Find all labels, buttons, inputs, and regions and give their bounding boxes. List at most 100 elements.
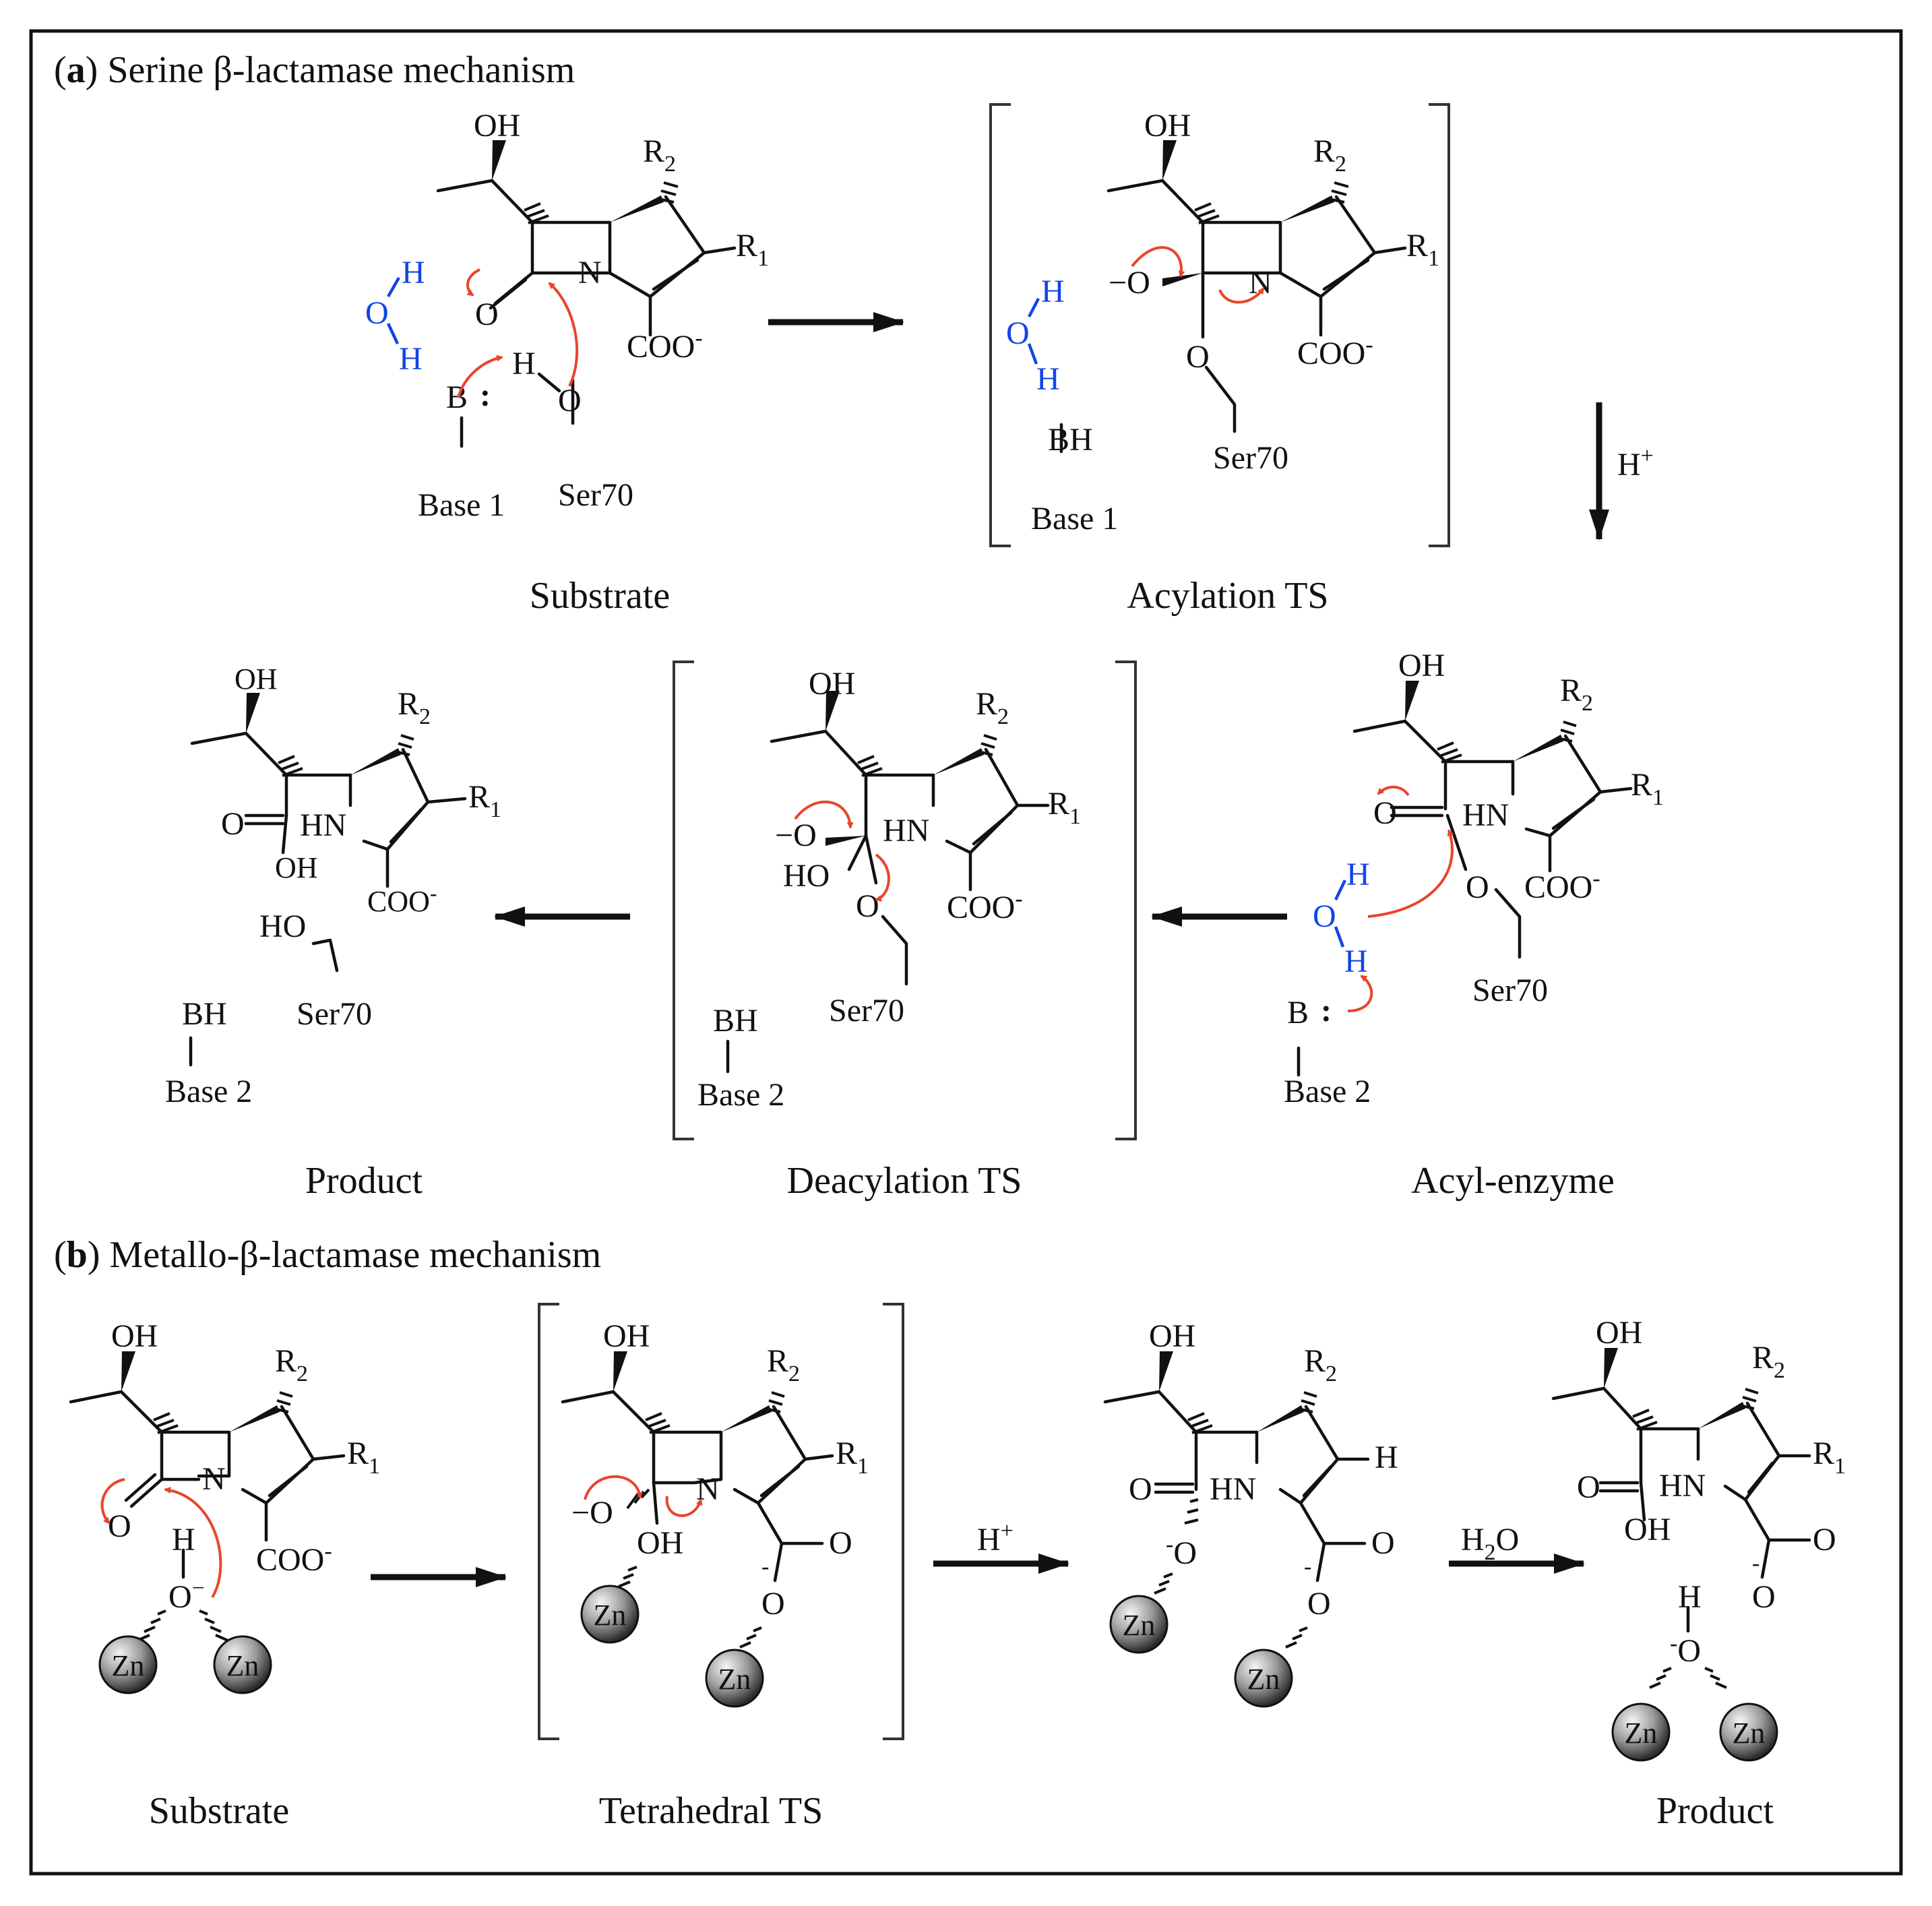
ts-r2: R2 [1313,133,1346,177]
ts-water-o: O [1006,315,1030,351]
sub-b-r1: R1 [347,1436,380,1479]
dts-r2: R2 [976,686,1009,729]
prod-a-base2: Base 2 [165,1074,252,1109]
prod-b-r1: R1 [1813,1436,1846,1479]
ser70-label: Ser70 [558,477,633,513]
tts-carb-ominus: O [761,1586,785,1622]
acyl-r1: R1 [1631,767,1664,810]
curved-arrow [100,1478,125,1525]
r1-label: R1 [736,228,769,271]
tts-oxyanion: −O [571,1495,613,1531]
caption-deacylation-ts: Deacylation TS [787,1160,1022,1202]
dts-oxyanion: −O [775,818,817,853]
curved-arrow [1367,829,1454,918]
caption-product-a: Product [305,1160,423,1202]
water-h-bottom: H [399,341,423,377]
tts-r1: R1 [836,1436,869,1479]
prod-b-acid-oh: OH [1624,1512,1671,1547]
ts-water-h2: H [1036,361,1060,397]
zn-sphere [1611,1702,1671,1762]
sub-b-oh: OH [111,1318,158,1354]
sub-b-r2: R2 [275,1343,308,1386]
acyl-water-h2: H [1344,944,1368,979]
r2-label: R2 [643,133,676,177]
zn-label: Zn [1247,1663,1280,1696]
prod-a-acid-oh: OH [275,851,318,884]
acylation-ts-bracket [989,103,1450,547]
dts-bh: BH [713,1003,758,1039]
caption-substrate-a: Substrate [530,575,670,617]
curved-arrow [1131,246,1185,278]
dts-base2: Base 2 [697,1077,784,1113]
zn-label: Zn [1123,1609,1156,1642]
prod-b-carb-o: O [1813,1522,1836,1558]
caption-product-b: Product [1656,1790,1774,1832]
ser-h-label: H [512,346,536,381]
carbonyl-o-label: O [475,297,499,332]
product-structure-a [189,693,467,1067]
curved-arrow [1218,287,1265,304]
ts-base1: Base 1 [1031,501,1118,536]
panel-b-heading: (b) Metallo-β-lactamase mechanism [54,1234,601,1276]
caption-acylation-ts: Acylation TS [1127,575,1328,617]
deacylation-ts-bracket [673,660,1137,1140]
dts-r1: R1 [1048,786,1081,829]
prod-b-hydroxide: -O [1670,1631,1701,1669]
acyl-ser70: Ser70 [1472,973,1548,1008]
step-label-h2o: H2O [1461,1522,1519,1565]
caption-substrate-b: Substrate [149,1790,289,1832]
curved-arrow [466,268,480,297]
base1-label: Base 1 [418,487,505,523]
zn-sphere [1109,1595,1168,1654]
panel-a-heading: (a) Serine β-lactamase mechanism [54,49,575,91]
zn-label: Zn [594,1599,627,1632]
curved-arrow [1377,785,1410,797]
acyl-water-o: O [1313,898,1336,934]
prod-b-oh: OH [1596,1315,1642,1351]
zn-label: Zn [1625,1717,1658,1750]
zn-label: Zn [112,1649,145,1682]
product-structure-b [1551,1348,1811,1689]
ts-ser70: Ser70 [1213,440,1288,476]
ts-n: N [1249,265,1272,301]
int-minus: - [1304,1554,1311,1579]
curved-arrow [457,355,503,398]
acyl-water-h: H [1346,857,1370,892]
ts-bh: BH [1048,422,1093,458]
tts-oh: OH [603,1318,650,1354]
sub-b-coo: COO- [256,1539,332,1578]
acyl-base-colon: : [1321,993,1332,1028]
ts-ser-o: O [1186,339,1210,375]
ts-r1: R1 [1406,228,1439,271]
prod-b-carb-ominus: O [1752,1579,1776,1615]
curved-arrow [548,282,579,387]
int-carbonyl-o: O [1129,1471,1152,1507]
dts-ho: HO [783,858,830,894]
zn-sphere [580,1585,640,1644]
tts-carb-o: O [829,1525,852,1561]
water-o: O [365,295,389,331]
curved-arrow [665,1496,703,1517]
acyl-hn: HN [1462,797,1509,833]
zn-label: Zn [718,1663,751,1696]
tts-oh2: OH [637,1525,683,1561]
tts-r2: R2 [767,1343,800,1386]
ts-oxyanion: −O [1109,265,1150,301]
carboxylate-label: COO- [627,326,703,365]
dts-coo: COO- [947,886,1023,925]
ts-water-h: H [1041,274,1065,309]
zn-sphere [1719,1702,1778,1762]
sub-b-h: H [172,1522,195,1558]
int-r2: R2 [1304,1343,1337,1386]
int-ominus: -O [1166,1532,1197,1571]
zn-label: Zn [1733,1717,1766,1750]
sub-b-n: N [202,1461,226,1497]
prod-a-ser70: Ser70 [297,996,372,1032]
step-label-h-plus-a: H+ [1617,443,1654,483]
prod-b-carbonyl-o: O [1577,1469,1600,1505]
int-carb-o: O [1371,1525,1395,1561]
prod-a-r1: R1 [468,779,501,822]
acylation-ts-structure [1059,140,1407,454]
ts-oh: OH [1144,108,1191,144]
